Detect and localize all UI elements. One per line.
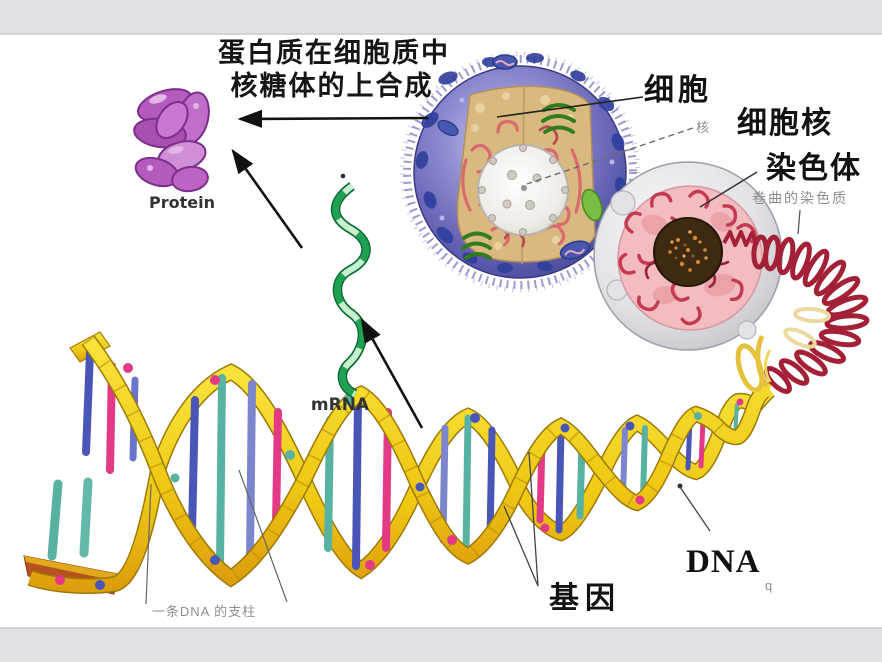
arrow-dna-to-mrna	[360, 317, 424, 429]
title-line-2: 核糖体的上合成	[231, 70, 434, 101]
dna-rungs	[188, 374, 739, 570]
top-band	[0, 0, 882, 35]
small-dot	[340, 173, 346, 179]
label-dna: DNA	[686, 544, 761, 580]
protein-blob	[133, 88, 210, 193]
flow-arrows	[231, 109, 429, 429]
green-organelle	[581, 188, 603, 222]
label-mrna: mRNA	[311, 395, 370, 415]
pointer-chromosome	[699, 171, 758, 208]
pointer-lines	[145, 96, 801, 605]
label-cell-nucleus: 细胞核	[737, 107, 833, 140]
label-protein: Protein	[149, 193, 215, 212]
dna-thread-into-coil	[755, 334, 770, 388]
pointer-chromatin-note	[797, 209, 801, 235]
pointer-backbone-1	[145, 483, 152, 605]
bottom-band	[0, 627, 882, 662]
pointer-gene-1	[503, 505, 539, 587]
nucleus-blowup	[593, 161, 783, 351]
mrna-ribbon	[330, 173, 371, 399]
nucleolus-speckles	[668, 235, 707, 272]
dna-helix	[23, 331, 776, 595]
pointer-cell	[496, 96, 644, 118]
endoplasmic-reticulum	[461, 115, 582, 247]
stray-mark: q	[765, 578, 773, 593]
mitochondria	[437, 54, 591, 260]
pointer-dna	[679, 486, 711, 532]
label-nucleus-note: 核	[696, 120, 710, 135]
label-gene: 基因	[549, 582, 621, 615]
envelope-bumps	[606, 190, 757, 340]
pointer-backbone-2	[238, 469, 288, 603]
title-line-1: 蛋白质在细胞质中	[218, 37, 450, 68]
top-band-edge	[0, 33, 882, 35]
bottom-band-edge	[0, 627, 882, 629]
pointer-gene-2	[528, 451, 539, 587]
label-chromatin-note: 卷曲的染色质	[752, 190, 848, 206]
arrow-cell-to-protein	[237, 109, 429, 128]
nuclear-pores	[478, 144, 569, 236]
coil-cream-rings	[783, 306, 831, 349]
cell-fuzz	[403, 55, 637, 289]
coil-zigzag	[722, 230, 759, 247]
dna-ribbon-dots	[55, 363, 744, 590]
golgi-apparatus	[461, 103, 576, 260]
chromatin-coil	[722, 230, 870, 394]
label-chromosome: 染色体	[766, 152, 862, 185]
mrna-strand-light	[332, 183, 369, 397]
arrow-mrna-to-protein	[231, 148, 304, 249]
cell-illustration	[399, 51, 641, 293]
coil-rings	[751, 234, 870, 394]
pointer-cell-nucleus	[526, 127, 694, 185]
label-cell: 细胞	[644, 74, 712, 107]
label-dna-strand-note: 一条DNA 的支柱	[152, 604, 256, 619]
